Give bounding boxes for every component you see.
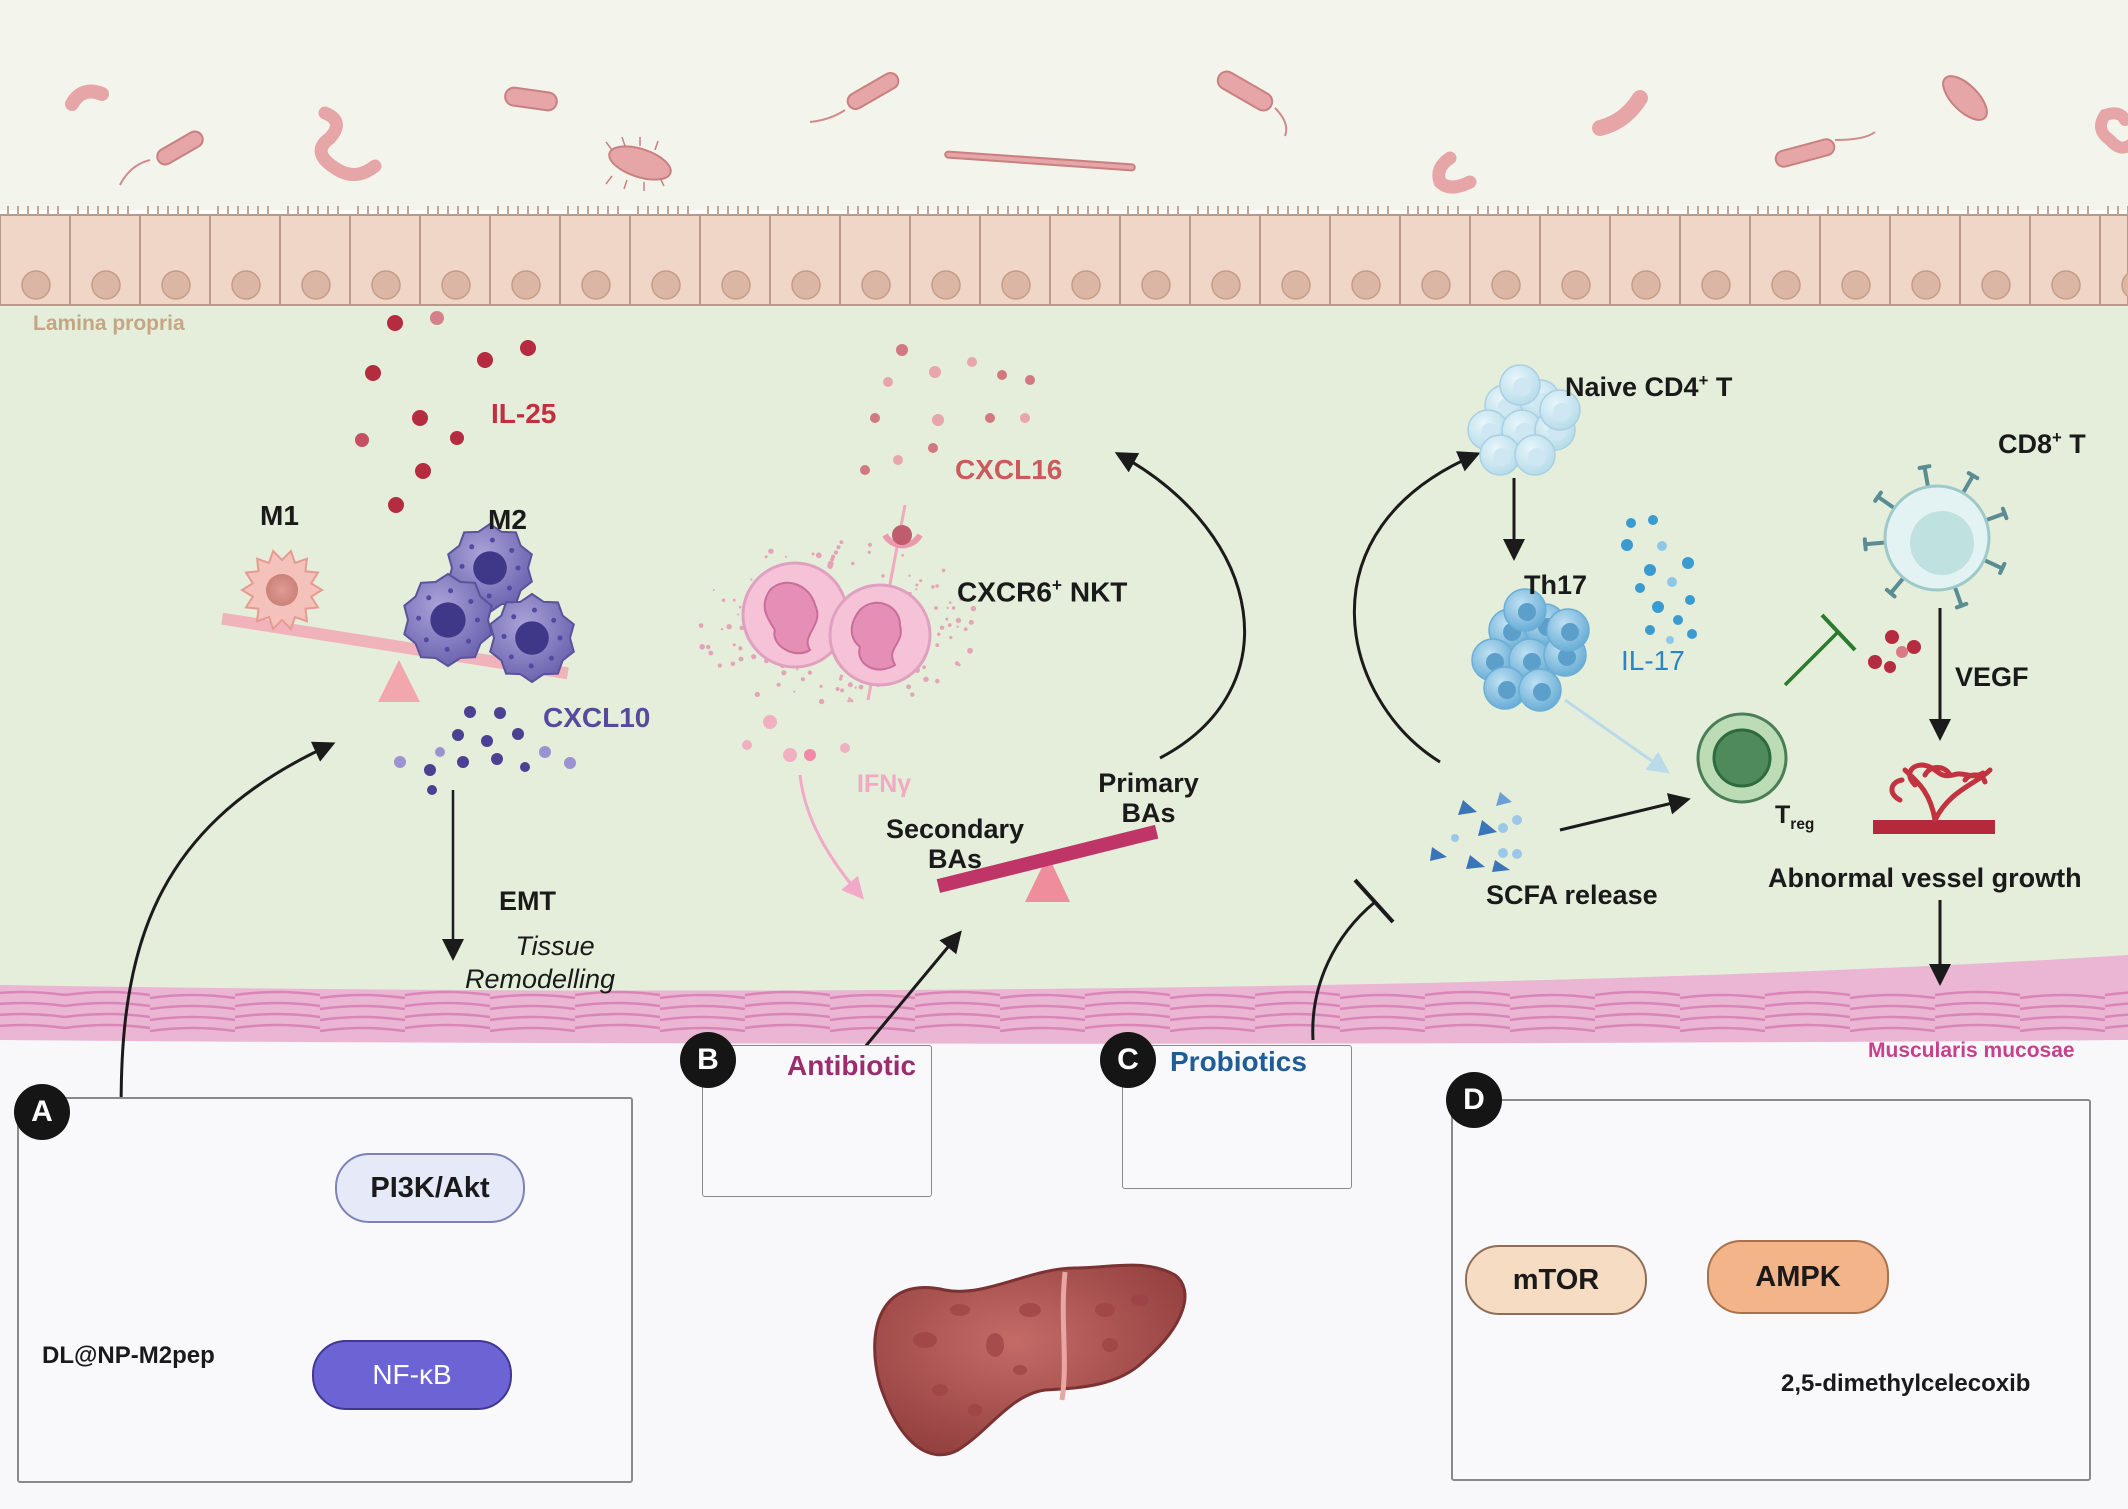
bile-acid-loop-arrow: [1114, 452, 1246, 760]
m2-label: M2: [488, 504, 527, 535]
epithelium: [0, 206, 2128, 306]
treg-inhibits-cd8-arrow: [1783, 613, 1857, 687]
cd8-sup: +: [2052, 428, 2062, 447]
tissue-remodelling-label: Tissue Remodelling: [455, 930, 655, 996]
cd8-text: CD8: [1998, 429, 2053, 459]
il25-label: IL-25: [491, 398, 557, 429]
neutrophil-icon: [698, 540, 977, 705]
nfkb-node: NF-κB: [312, 1340, 512, 1410]
muscularis-mucosae-label: Muscularis mucosae: [1868, 1039, 2075, 1062]
th17-label: Th17: [1524, 570, 1588, 600]
m2-macrophage-icon: [403, 522, 575, 684]
remodelling-label: Remodelling: [464, 964, 616, 994]
vegf-dots: [1868, 630, 1921, 673]
cxcl16-label: CXCL16: [955, 454, 1063, 485]
antibiotic-arrow: [848, 930, 962, 1066]
secondary-bas-text: BAs: [927, 844, 982, 874]
panel-a-arrow: [119, 741, 336, 1151]
cxcr6-receptor-icon: [882, 525, 923, 549]
pi3k-akt-node: PI3K/Akt: [335, 1153, 525, 1223]
probiotics-label: Probiotics: [1170, 1046, 1307, 1077]
cd8-tail: T: [2061, 429, 2086, 459]
naive-text: Naive CD4: [1565, 372, 1699, 402]
secondary-text: Secondary: [885, 814, 1025, 844]
lumen-background: [0, 0, 2128, 210]
panel-c-badge: C: [1100, 1032, 1156, 1088]
cd8-t-cell-icon: [1862, 464, 2009, 610]
il17-cytokines: [1621, 515, 1697, 644]
macrophage-seesaw-icon: [221, 612, 569, 702]
blood-vessel-icon: [1873, 762, 1995, 834]
ifng-dots: [742, 715, 850, 762]
panel-d-badge: D: [1446, 1072, 1502, 1128]
abnormal-vessel-label: Abnormal vessel growth: [1768, 863, 2082, 893]
treg-label: Treg: [1775, 803, 1814, 833]
naive-cd4-t-cell-icon: [1467, 364, 1581, 476]
scfa-release-label: SCFA release: [1486, 880, 1658, 910]
panel-b: [702, 1045, 932, 1197]
lamina-propria-label: Lamina propria: [33, 312, 185, 335]
th17-cell-icon: [1471, 588, 1590, 712]
naive-tail: T: [1708, 372, 1733, 402]
bile-acid-seesaw-icon: [936, 824, 1159, 902]
cxcl10-label: CXCL10: [543, 702, 651, 733]
panel-a: [17, 1097, 633, 1483]
tissue-label: Tissue: [515, 931, 595, 961]
il25-cytokines: [355, 311, 536, 513]
panel-a-badge: A: [14, 1084, 70, 1140]
primary-bas-text: BAs: [1121, 798, 1176, 828]
ampk-node: AMPK: [1707, 1240, 1889, 1314]
naive-sup: +: [1698, 371, 1709, 390]
th17-to-treg-arrow: [1564, 698, 1670, 774]
probiotics-inhibition-arrow: [1311, 878, 1395, 1041]
il17-label: IL-17: [1621, 645, 1685, 676]
scfa-to-treg-arrow: [1559, 793, 1691, 832]
nkt-text: NKT: [1062, 576, 1128, 608]
m1-macrophage-icon: [240, 549, 324, 631]
antibiotic-label: Antibiotic: [787, 1050, 917, 1081]
liver-icon: [873, 1263, 1187, 1457]
dl-np-m2pep-label: DL@NP-M2pep: [42, 1342, 215, 1369]
panel-b-badge: B: [680, 1032, 736, 1088]
bacteria-icon: [65, 70, 2128, 194]
panel-c: [1122, 1045, 1352, 1189]
ifng-arrow: [798, 774, 864, 900]
treg-cell-icon: [1696, 712, 1788, 804]
cxcl16-chemokines: [860, 344, 1035, 475]
primary-text: Primary: [1098, 768, 1199, 798]
ifng-label: IFNγ: [857, 770, 912, 798]
scfa-loop-arrow: [1352, 451, 1481, 764]
mtor-node: mTOR: [1465, 1245, 1647, 1315]
treg-text: T: [1775, 801, 1791, 829]
scfa-molecules: [1430, 792, 1522, 872]
muscularis-mucosae-band: [0, 955, 2128, 1044]
emt-label: EMT: [499, 886, 556, 916]
cxcl10-chemokines: [394, 706, 576, 795]
cxcr6-nkt-label: CXCR6+ NKT: [957, 575, 1128, 608]
dimethylcelecoxib-label: 2,5-dimethylcelecoxib: [1781, 1370, 2031, 1397]
cd8-label: CD8+ T: [1998, 428, 2086, 459]
vegf-label: VEGF: [1955, 662, 2029, 692]
cxcr6-sup: +: [1051, 575, 1063, 595]
naive-cd4-label: Naive CD4+ T: [1565, 371, 1733, 402]
treg-sub: reg: [1790, 816, 1815, 833]
cxcr6-text: CXCR6: [957, 576, 1052, 608]
m1-label: M1: [260, 500, 299, 531]
